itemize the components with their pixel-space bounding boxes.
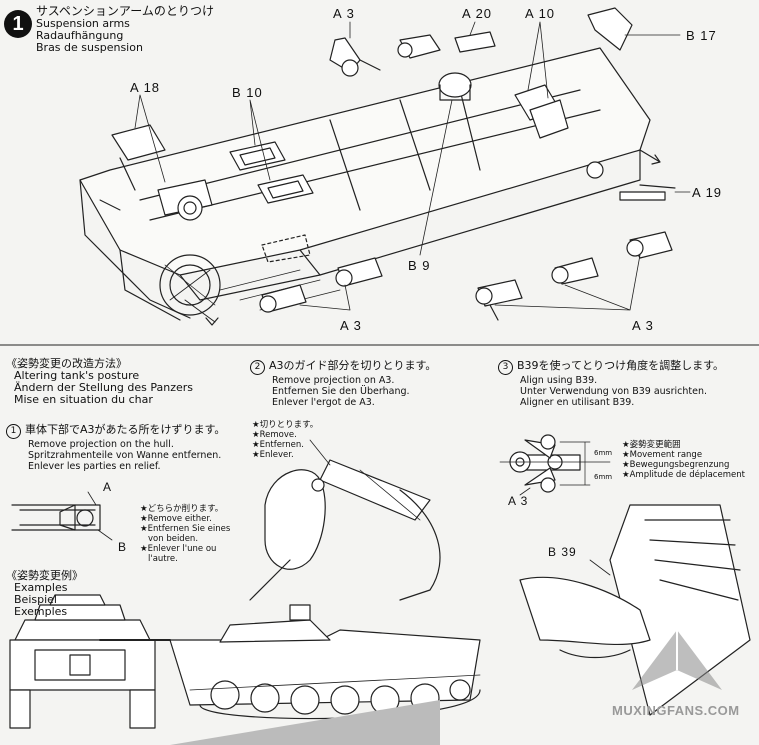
sub2-note-jp: ★切りとります。 xyxy=(252,420,319,430)
sub2-note-en: ★Remove. xyxy=(252,430,297,440)
step1-title-en: Suspension arms xyxy=(36,17,130,30)
sub1-line-en: Remove projection on the hull. xyxy=(28,439,174,450)
sub3-number: 3 xyxy=(498,360,513,375)
sub2-note-de: ★Entfernen. xyxy=(252,440,304,450)
step1-title-fr: Bras de suspension xyxy=(36,41,143,54)
sub3-note-fr: ★Amplitude de déplacement xyxy=(622,470,745,480)
sub1-note: ★どちらか削ります。 ★Remove either. ★Entfernen Si… xyxy=(140,504,230,564)
sub2-note-fr: ★Enlever. xyxy=(252,450,294,460)
sub3-block: 3 B39を使ってとりつけ角度を調整します。 Align using B39. U… xyxy=(498,360,724,408)
sub3-note-de: ★Bewegungsbegrenzung xyxy=(622,460,730,470)
step1-titles: サスペンションアームのとりつけ Suspension arms Radaufhä… xyxy=(36,4,214,54)
part-label-a3-top: A 3 xyxy=(333,6,355,21)
posture-line-fr: Mise en situation du char xyxy=(14,393,153,406)
posture-line-de: Ändern der Stellung des Panzers xyxy=(14,381,194,394)
sub1-note-jp: ★どちらか削ります。 xyxy=(140,504,224,514)
examples-block: 《姿勢変更例》 Examples Beispiel Exemples xyxy=(6,570,83,618)
sub2-line-fr: Enlever l'ergot de A3. xyxy=(272,397,375,408)
sub1-block: 1 車体下部でA3があたる所をけずります。 Remove projection o… xyxy=(6,424,225,472)
part-label-a3-range: A 3 xyxy=(508,494,529,508)
dimension-label-1: 6mm xyxy=(594,449,613,457)
part-label-a20: A 20 xyxy=(462,6,493,21)
sub3-line-fr: Aligner en utilisant B39. xyxy=(520,397,635,408)
part-label-a10: A 10 xyxy=(525,6,556,21)
step-number: 1 xyxy=(4,10,32,38)
part-label-b9: B 9 xyxy=(408,258,431,273)
watermark-logo-icon xyxy=(612,620,742,700)
step1-title-de: Radaufhängung xyxy=(36,29,124,42)
sub2-line-en: Remove projection on A3. xyxy=(272,375,395,386)
examples-title-jp: 《姿勢変更例》 xyxy=(6,569,83,582)
sub1-note-en: ★Remove either. xyxy=(140,514,212,524)
sub3-line-de: Unter Verwendung von B39 ausrichten. xyxy=(520,386,708,397)
part-label-a19: A 19 xyxy=(692,185,723,200)
sub1-number: 1 xyxy=(6,424,21,439)
examples-line-de: Beispiel xyxy=(14,593,57,606)
posture-title-jp: 《姿勢変更の改造方法》 xyxy=(6,357,127,370)
dimension-label-2: 6mm xyxy=(594,473,613,481)
sub3-note: ★姿勢変更範囲 ★Movement range ★Bewegungsbegren… xyxy=(622,440,745,480)
sub1-title-jp: 車体下部でA3があたる所をけずります。 xyxy=(25,423,226,436)
part-label-b39: B 39 xyxy=(548,545,577,559)
sub1-note-de: ★Entfernen Sie eines xyxy=(140,524,231,534)
part-label-a18: A 18 xyxy=(130,80,161,95)
part-label-b17: B 17 xyxy=(686,28,717,43)
sub3-note-jp: ★姿勢変更範囲 xyxy=(622,440,681,450)
sub1-note-fr: ★Enlever l'une ou xyxy=(140,544,217,554)
sub1-note-de2: von beiden. xyxy=(148,534,199,544)
alignment-drawing xyxy=(519,504,751,716)
part-label-a3-right: A 3 xyxy=(632,318,654,333)
sub2-note: ★切りとります。 ★Remove. ★Entfernen. ★Enlever. xyxy=(252,420,318,460)
examples-line-fr: Exemples xyxy=(14,605,68,618)
sub1-line-de: Spritzrahmenteile von Wanne entfernen. xyxy=(28,450,222,461)
sub2-title-jp: A3のガイド部分を切りとります。 xyxy=(269,359,437,372)
hull-cut-drawing xyxy=(11,491,113,541)
part-label-a3-left: A 3 xyxy=(340,318,362,333)
posture-block: 《姿勢変更の改造方法》 Altering tank's posture Ände… xyxy=(6,358,193,406)
step1-title-jp: サスペンションアームのとりつけ xyxy=(36,4,214,18)
sub3-title-jp: B39を使ってとりつけ角度を調整します。 xyxy=(517,359,725,372)
sub3-line-en: Align using B39. xyxy=(520,375,598,386)
sub1-note-fr2: l'autre. xyxy=(148,554,178,564)
sub3-note-en: ★Movement range xyxy=(622,450,703,460)
posture-line-en: Altering tank's posture xyxy=(14,369,140,382)
hull-drawing xyxy=(79,7,691,326)
hands-cutting-drawing xyxy=(249,439,441,601)
sub2-line-de: Entfernen Sie den Überhang. xyxy=(272,386,410,397)
watermark-text: MUXINGFANS.COM xyxy=(612,703,740,718)
part-label-b10: B 10 xyxy=(232,85,263,100)
hull-label-b: B xyxy=(118,540,128,554)
sub1-line-fr: Enlever les parties en relief. xyxy=(28,461,161,472)
sub2-number: 2 xyxy=(250,360,265,375)
examples-line-en: Examples xyxy=(14,581,68,594)
tank-side-drawing xyxy=(99,604,481,720)
hull-label-a: A xyxy=(103,480,113,494)
range-diagram xyxy=(499,434,611,496)
tank-front-drawing xyxy=(9,594,156,729)
sub2-block: 2 A3のガイド部分を切りとります。 Remove projection on A… xyxy=(250,360,436,408)
